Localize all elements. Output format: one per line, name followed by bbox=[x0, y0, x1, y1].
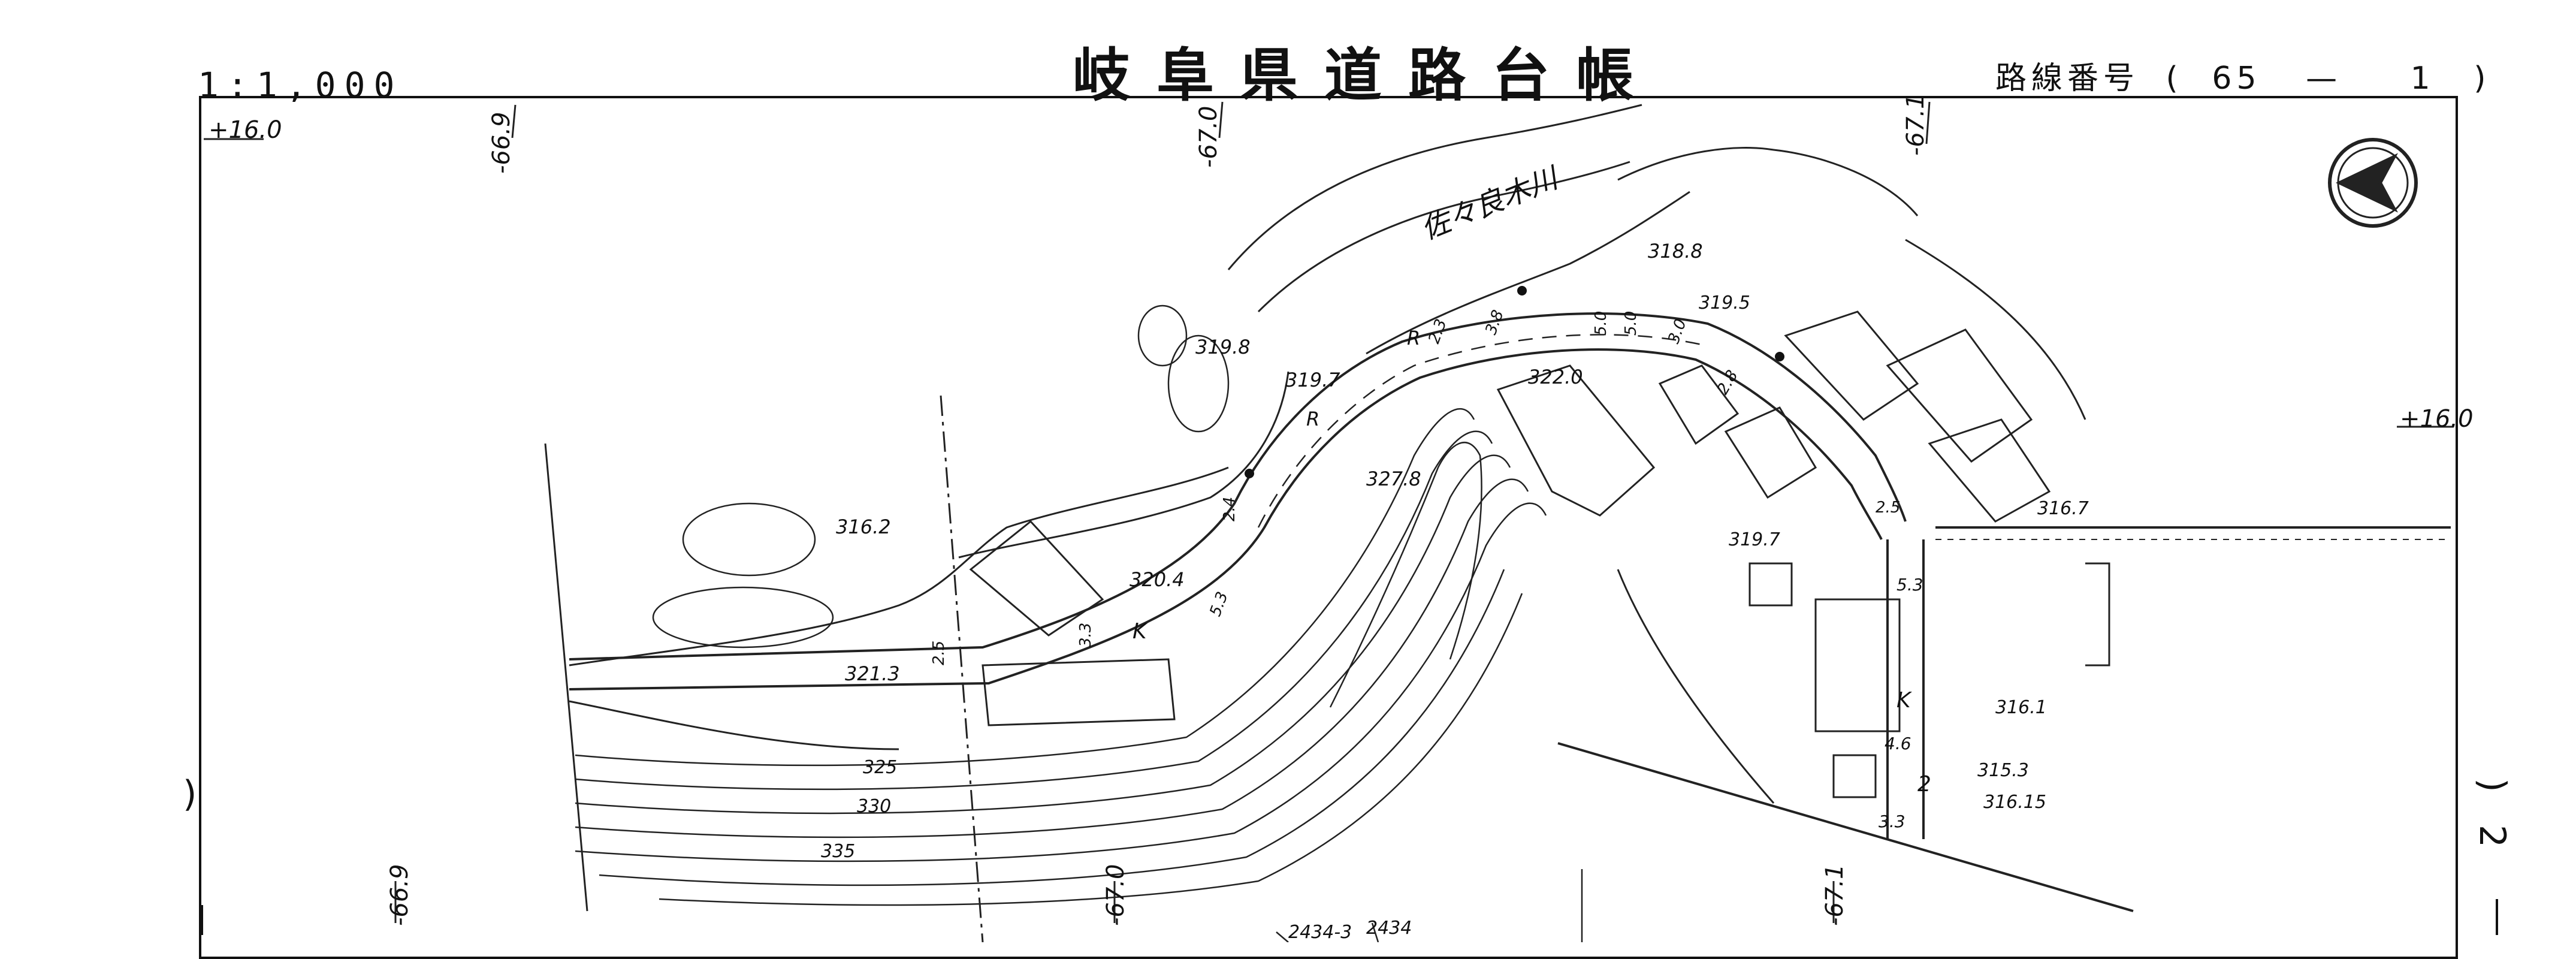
contour-label: 325 bbox=[863, 757, 897, 778]
width-label: 3.3 bbox=[1879, 812, 1905, 831]
parcel-number: 2434-3 bbox=[1288, 922, 1352, 942]
route-open-paren: ( bbox=[2166, 61, 2183, 96]
road-letter: R bbox=[1407, 327, 1420, 349]
elevation-label: 315.3 bbox=[1977, 760, 2029, 781]
elevation-label: 322.0 bbox=[1528, 366, 1583, 388]
road-letter: K bbox=[1896, 688, 1912, 713]
road-letter: R bbox=[1306, 408, 1319, 430]
right-margin-number: 2 bbox=[2471, 824, 2514, 848]
parcel-number: 2434 bbox=[1366, 918, 1412, 939]
contour-lines bbox=[575, 408, 1547, 906]
width-label: 5.3 bbox=[1896, 575, 1923, 595]
branch-road bbox=[1886, 526, 2451, 839]
elevation-label: 319.7 bbox=[1285, 369, 1340, 391]
contour-label: 330 bbox=[857, 796, 891, 817]
right-margin-paren: ) bbox=[2471, 778, 2514, 792]
elevation-label: 319.7 bbox=[1729, 529, 1780, 550]
grid-label-bottom-c: -67.1 bbox=[1821, 864, 1849, 927]
width-label: 2.5 bbox=[930, 641, 948, 665]
grid-label-bottom-b: -67.0 bbox=[1102, 864, 1130, 927]
buildings bbox=[969, 310, 2110, 798]
vegetation bbox=[652, 304, 1230, 649]
elevation-label: 327.8 bbox=[1366, 468, 1421, 490]
contour-label: 335 bbox=[821, 841, 855, 862]
elevation-label: 318.8 bbox=[1648, 240, 1703, 263]
parcel-lines bbox=[1276, 869, 1583, 942]
map-labels: +16.0 +16.0 -66.9 -67.0 -67.1 -66.9 -67.… bbox=[209, 94, 2474, 943]
grid-label-top-left: +16.0 bbox=[209, 116, 282, 144]
route-label: 路線番号 bbox=[1995, 61, 2140, 96]
boundary-line bbox=[940, 395, 984, 942]
route-number: 路線番号 ( 65 — 1 ) bbox=[1995, 53, 2491, 98]
grid-label-top-b: -67.0 bbox=[1195, 106, 1222, 168]
river-name: 佐々良木川 bbox=[1417, 160, 1565, 246]
width-label: 3.3 bbox=[1077, 623, 1095, 647]
slope-hachures bbox=[958, 147, 2086, 804]
main-road bbox=[569, 312, 1907, 690]
map-scale: 1:1,000 bbox=[198, 65, 403, 105]
boundary-diagonal bbox=[1557, 742, 2134, 912]
width-label: 5.0 bbox=[1622, 311, 1640, 336]
grid-label-top-a: -66.9 bbox=[488, 112, 515, 174]
elevation-label: 316.1 bbox=[1995, 697, 2047, 718]
left-margin-paren: ) bbox=[183, 773, 197, 815]
grid-label-top-c: -67.1 bbox=[1902, 94, 1929, 156]
route-close-paren: ) bbox=[2474, 61, 2491, 96]
elevation-label: 316.15 bbox=[1983, 792, 2046, 813]
road-letter: 2 bbox=[1917, 772, 1931, 797]
width-label: 5.3 bbox=[1206, 589, 1231, 619]
route-sub-number: 1 bbox=[2410, 61, 2435, 96]
north-arrow-icon bbox=[2328, 138, 2418, 228]
riverbank-lower bbox=[569, 466, 1229, 750]
left-edge-line bbox=[544, 443, 588, 912]
route-dash: — bbox=[2306, 61, 2342, 96]
elevation-label: 320.4 bbox=[1130, 568, 1185, 591]
left-margin-bar bbox=[201, 905, 203, 935]
elevation-label: 321.3 bbox=[845, 662, 900, 685]
river bbox=[1227, 104, 1690, 355]
elevation-label: 319.8 bbox=[1195, 336, 1251, 358]
width-label: 3.8 bbox=[1482, 307, 1507, 337]
right-margin-bar bbox=[2496, 899, 2498, 935]
elevation-label: 316.2 bbox=[836, 515, 891, 538]
route-main-number: 65 bbox=[2212, 61, 2261, 96]
grid-label-right: +16.0 bbox=[2400, 405, 2474, 433]
grid-ticks bbox=[204, 101, 2454, 923]
road-letter: K bbox=[1133, 619, 1148, 644]
width-label: 5.0 bbox=[1592, 311, 1610, 336]
width-label: 4.6 bbox=[1885, 734, 1911, 753]
elevation-label: 316.7 bbox=[2037, 498, 2089, 519]
grid-label-bottom-a: -66.9 bbox=[386, 864, 413, 927]
width-label: 2.5 bbox=[1876, 499, 1900, 517]
width-label: 2.4 bbox=[1221, 497, 1239, 521]
elevation-label: 319.5 bbox=[1699, 292, 1750, 313]
survey-points bbox=[1245, 286, 1784, 478]
